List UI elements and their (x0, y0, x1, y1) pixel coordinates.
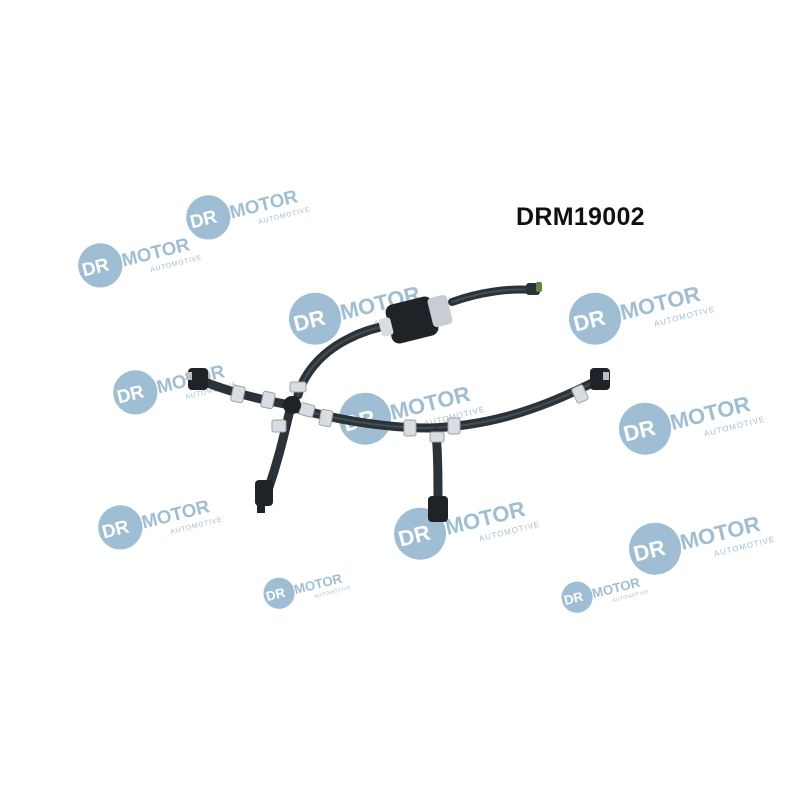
svg-text:DR: DR (562, 589, 585, 608)
hose-assembly (200, 285, 603, 510)
filter-body (378, 294, 453, 344)
hose-branch-left-top (200, 377, 295, 410)
product-code: DRM19002 (516, 203, 645, 231)
svg-text:DR: DR (264, 585, 287, 604)
hose-branch-mid-bottom (431, 427, 443, 510)
injector-connectors (186, 282, 610, 522)
hose-upper-return (293, 319, 397, 400)
clamps (230, 381, 589, 443)
hose-main (290, 375, 603, 433)
hose-branch-left-bottom (263, 405, 295, 495)
t-junction (283, 396, 301, 414)
